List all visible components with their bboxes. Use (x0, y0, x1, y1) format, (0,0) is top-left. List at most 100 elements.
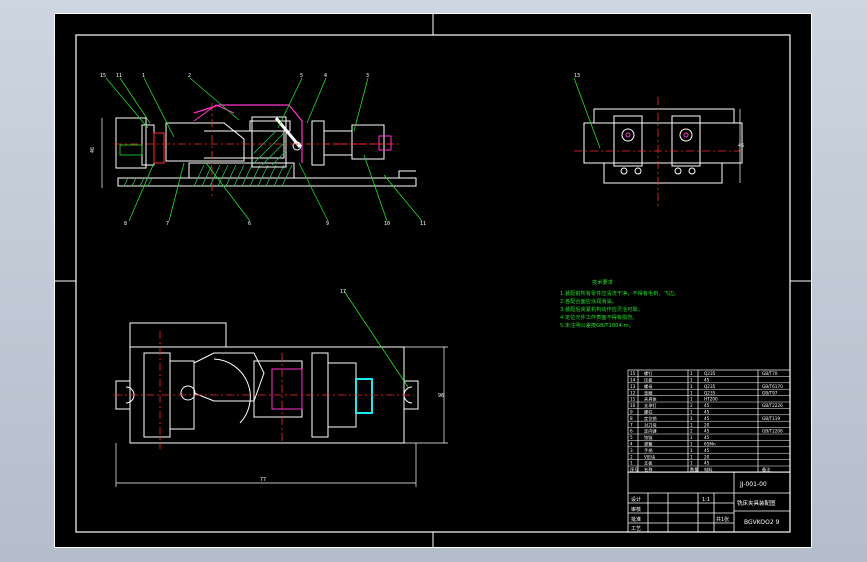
bom-cell: 铰链 (644, 434, 653, 441)
bom-cell: 45 (704, 416, 710, 421)
title-block (627, 471, 791, 533)
top-view (114, 290, 448, 487)
bom-cell: HT200 (704, 397, 718, 402)
bom-cell: 20 (704, 422, 710, 427)
bom-cell: 1 (690, 384, 693, 389)
front-part-number: 8 (124, 221, 127, 227)
cad-drawing: 15 11 1 2 5 4 3 8 7 6 9 10 11 46 (54, 13, 812, 548)
bom-cell: 45 (704, 378, 710, 383)
bom-cell: 7 (630, 422, 633, 427)
drawing-name: 铣床夹具装配图 (737, 499, 776, 507)
drawing-code: BGVKOO2 9 (744, 519, 780, 526)
scale-value: 1:1 (702, 497, 710, 503)
bom-cell: 11 (630, 397, 636, 402)
bom-cell: 45 (704, 448, 710, 453)
bom-header-cell: 名称 (644, 466, 652, 473)
bom-cell: GB/T6170 (762, 384, 783, 389)
bom-cell: GB/T70 (762, 371, 778, 376)
tech-note-line: 3.装配后夹紧机构动作应灵活可靠。 (560, 305, 643, 313)
bom-cell: 弹簧 (644, 441, 652, 448)
bom-cell: 螺柱 (644, 409, 653, 416)
front-part-number: 4 (324, 73, 327, 79)
bom-cell: 1 (690, 397, 693, 402)
bom-cell: 1 (690, 435, 693, 440)
bom-cell: 定向键 (644, 428, 657, 435)
bom-cell: 定位销 (644, 415, 657, 422)
bom-cell: 6 (630, 429, 633, 434)
bom-cell: 1 (690, 371, 693, 376)
bom-cell: GB/T2206 (762, 429, 783, 434)
bom-cell: 手柄 (644, 447, 652, 454)
front-dimension: 46 (90, 147, 96, 153)
bom-cell: 15 (630, 371, 636, 376)
tech-note-line: 2.各配合面应涂润滑油。 (560, 297, 617, 305)
bom-cell: 45 (704, 429, 710, 434)
bom-cell: 1 (690, 416, 693, 421)
bom-cell: 5 (630, 435, 633, 440)
tech-note-line: 5.未注明公差按GB/T1804-m。 (560, 321, 634, 329)
front-part-numbers: 15 11 1 2 5 4 3 8 7 6 9 10 11 46 (90, 73, 426, 227)
bom-cell: 12 (630, 390, 636, 395)
top-dimension-height: 96 (438, 393, 444, 399)
side-view (573, 77, 744, 209)
drawing-number: JJ-001-00 (739, 481, 767, 488)
bom-cell: 对刀块 (644, 421, 657, 428)
label-process: 工艺 (631, 526, 641, 532)
bom-cell: 3 (630, 448, 633, 453)
drawing-sheet[interactable]: 15 11 1 2 5 4 3 8 7 6 9 10 11 46 (54, 13, 812, 548)
title-block-text: JJ-001-00 铣床夹具装配图 BGVKOO2 9 1:1 共1张 设计 审… (631, 481, 780, 532)
front-part-number: 9 (326, 221, 329, 227)
bom-cell: Q235 (704, 371, 716, 376)
bom-cell: 压板 (644, 377, 653, 384)
bom-cell: 1 (690, 442, 693, 447)
bom-cell: 45 (704, 435, 710, 440)
bom-cell: 1 (690, 461, 693, 466)
bom-cell: Q235 (704, 384, 716, 389)
bom-cell: 1 (690, 410, 693, 415)
bom-cell: 9 (630, 410, 633, 415)
bom-cell: 14 (630, 378, 636, 383)
bom-cell: 螺母 (644, 383, 652, 390)
bom-cell: 1 (690, 454, 693, 459)
bom-cell: 1 (690, 378, 693, 383)
bom-cell: 45 (704, 410, 710, 415)
bom-cell: 8 (630, 416, 633, 421)
label-checker: 审核 (631, 506, 641, 513)
front-part-number: 11 (116, 73, 122, 79)
tech-notes-title: 技术要求 (592, 278, 614, 286)
bom-cell: 夹具体 (644, 396, 657, 403)
bom-cell: GB/T97 (762, 390, 778, 395)
bom-cell: 1 (690, 390, 693, 395)
bom-cell: 2 (630, 454, 633, 459)
bom-cell: 20 (704, 454, 710, 459)
bom-cell: 垫圈 (644, 389, 652, 396)
side-dimension: 46 (738, 143, 744, 149)
bom-cell: 13 (630, 384, 636, 389)
bom-header-cell: 序号 (630, 466, 638, 473)
front-part-number: 15 (100, 73, 106, 79)
bom-header-cell: 材料 (704, 466, 713, 473)
label-designer: 设计 (631, 496, 641, 503)
bom-cell: 1 (630, 461, 633, 466)
top-part-number: 17 (340, 289, 346, 295)
front-part-number: 2 (188, 73, 191, 79)
bom-cell: 1 (690, 422, 693, 427)
tech-note-line: 1.装配前所有零件应清洗干净，不得有毛刺、飞边。 (560, 289, 679, 297)
bom-cell: V形块 (644, 453, 656, 460)
bom-cell: 支承钉 (644, 402, 657, 409)
inner-frame (75, 34, 791, 533)
tech-notes: 技术要求 1.装配前所有零件应清洗干净，不得有毛刺、飞边。 2.各配合面应涂润滑… (560, 278, 679, 329)
front-part-number: 7 (166, 221, 169, 227)
bom-cell: 45 (704, 461, 710, 466)
bom-cell: 支板 (644, 460, 653, 467)
front-part-number: 1 (142, 73, 145, 79)
bom-cell: 45 (704, 403, 710, 408)
top-dimension-length: 77 (260, 477, 266, 483)
bom-cell: 1 (690, 448, 693, 453)
bom-cell: Q235 (704, 390, 716, 395)
front-part-number: 3 (366, 73, 369, 79)
front-part-number: 6 (248, 221, 251, 227)
bom-cell: 2 (690, 403, 693, 408)
bom-cell: GB/T2226 (762, 403, 783, 408)
